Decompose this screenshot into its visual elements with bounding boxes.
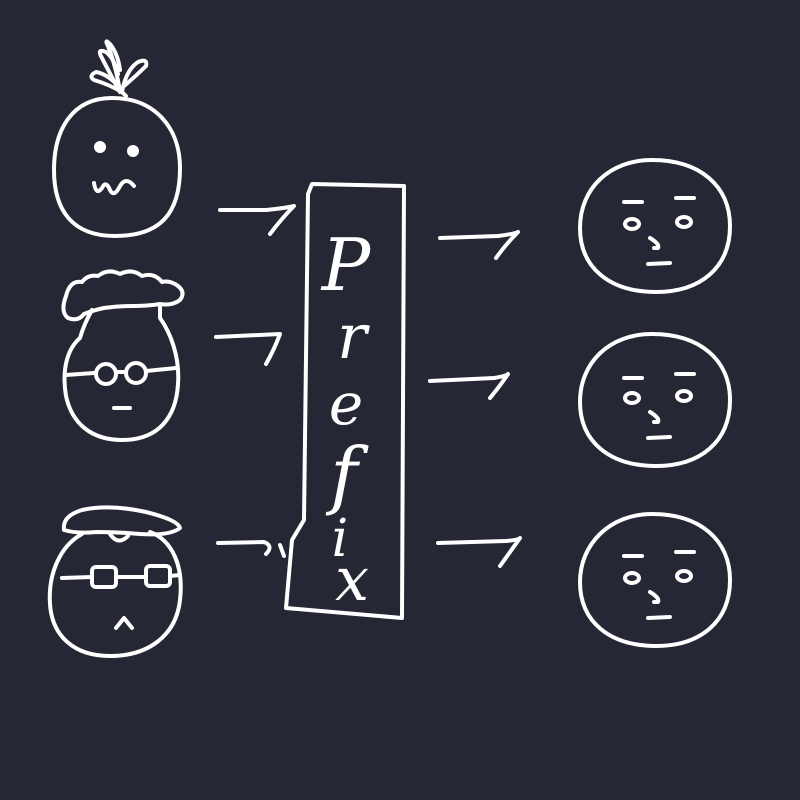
goggles-lens-right xyxy=(144,564,172,588)
goggles-strap-left xyxy=(60,575,94,580)
output-face-1 xyxy=(578,158,732,294)
input-face-curly-glasses xyxy=(61,269,185,442)
input-arrow-3 xyxy=(216,540,286,558)
output-arrow-3 xyxy=(436,536,522,568)
mouth xyxy=(646,615,672,620)
nose xyxy=(648,590,661,604)
prefix-box: P r e f i x xyxy=(284,182,406,620)
prefix-letter-i: i xyxy=(332,509,349,569)
face-outline xyxy=(52,96,182,238)
cap-brim xyxy=(108,532,130,543)
face-outline xyxy=(578,332,732,468)
left-eye xyxy=(623,391,641,405)
sprout-leaves-icon xyxy=(89,39,149,98)
left-eye xyxy=(623,571,641,585)
nose xyxy=(114,616,134,630)
goggles-strap-right xyxy=(168,573,182,578)
glasses-lens-right xyxy=(124,361,148,385)
face-outline xyxy=(578,158,732,294)
nose xyxy=(648,410,661,424)
face-outline xyxy=(62,304,181,442)
prefix-letter-r: r xyxy=(337,300,370,373)
glasses-temple-left xyxy=(64,371,96,377)
prefix-letter-e: e xyxy=(329,370,363,438)
input-face-sprout xyxy=(52,39,182,238)
curly-hair-icon xyxy=(61,269,185,322)
prefix-letter-p: P xyxy=(320,223,372,307)
wavy-mouth xyxy=(92,179,136,196)
right-eye xyxy=(675,215,693,229)
goggles-lens-left xyxy=(90,565,118,589)
output-arrows xyxy=(428,230,522,568)
output-face-2 xyxy=(578,332,732,468)
prefix-letter-f: f xyxy=(325,432,369,518)
left-eye xyxy=(623,217,641,231)
glasses-lens-left xyxy=(94,362,118,386)
face-outline xyxy=(578,512,732,648)
mouth xyxy=(646,261,672,266)
input-face-cap-goggles xyxy=(47,505,183,658)
prefix-box-outline xyxy=(284,182,406,620)
left-eye xyxy=(94,141,106,153)
face-outline xyxy=(47,530,183,658)
prefix-letter-x: x xyxy=(335,545,369,615)
right-eye xyxy=(675,389,693,403)
output-arrow-1 xyxy=(438,230,520,260)
input-arrows xyxy=(214,204,296,558)
mouth xyxy=(646,435,672,440)
input-arrow-2 xyxy=(214,332,282,366)
right-eye xyxy=(675,569,693,583)
output-face-3 xyxy=(578,512,732,648)
glasses-temple-right xyxy=(144,366,178,373)
nose xyxy=(648,236,661,250)
right-eye xyxy=(127,145,139,157)
cap-icon xyxy=(61,505,182,537)
input-arrow-1 xyxy=(218,204,296,236)
output-arrow-2 xyxy=(428,372,510,400)
